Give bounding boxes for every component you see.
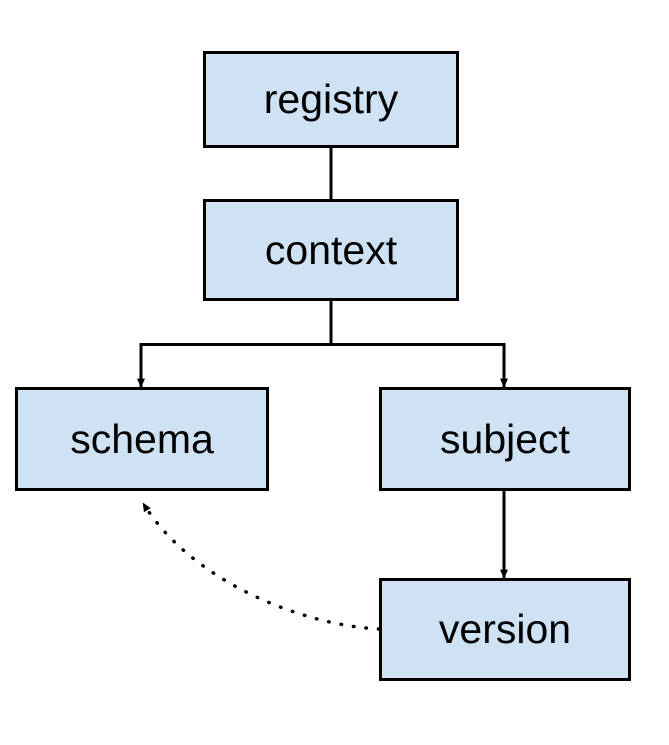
node-version-label: version [438, 606, 572, 652]
node-schema-label: schema [70, 415, 214, 462]
node-registry[interactable]: registry [203, 51, 459, 148]
node-context[interactable]: context [203, 199, 459, 301]
node-subject[interactable]: subject [379, 387, 631, 491]
node-version[interactable]: version [379, 578, 631, 681]
edge-version-schema [141, 501, 381, 631]
node-registry-label: registry [263, 76, 399, 122]
node-context-label: context [264, 226, 398, 273]
node-subject-label: subject [440, 415, 570, 462]
node-schema[interactable]: schema [15, 387, 269, 491]
